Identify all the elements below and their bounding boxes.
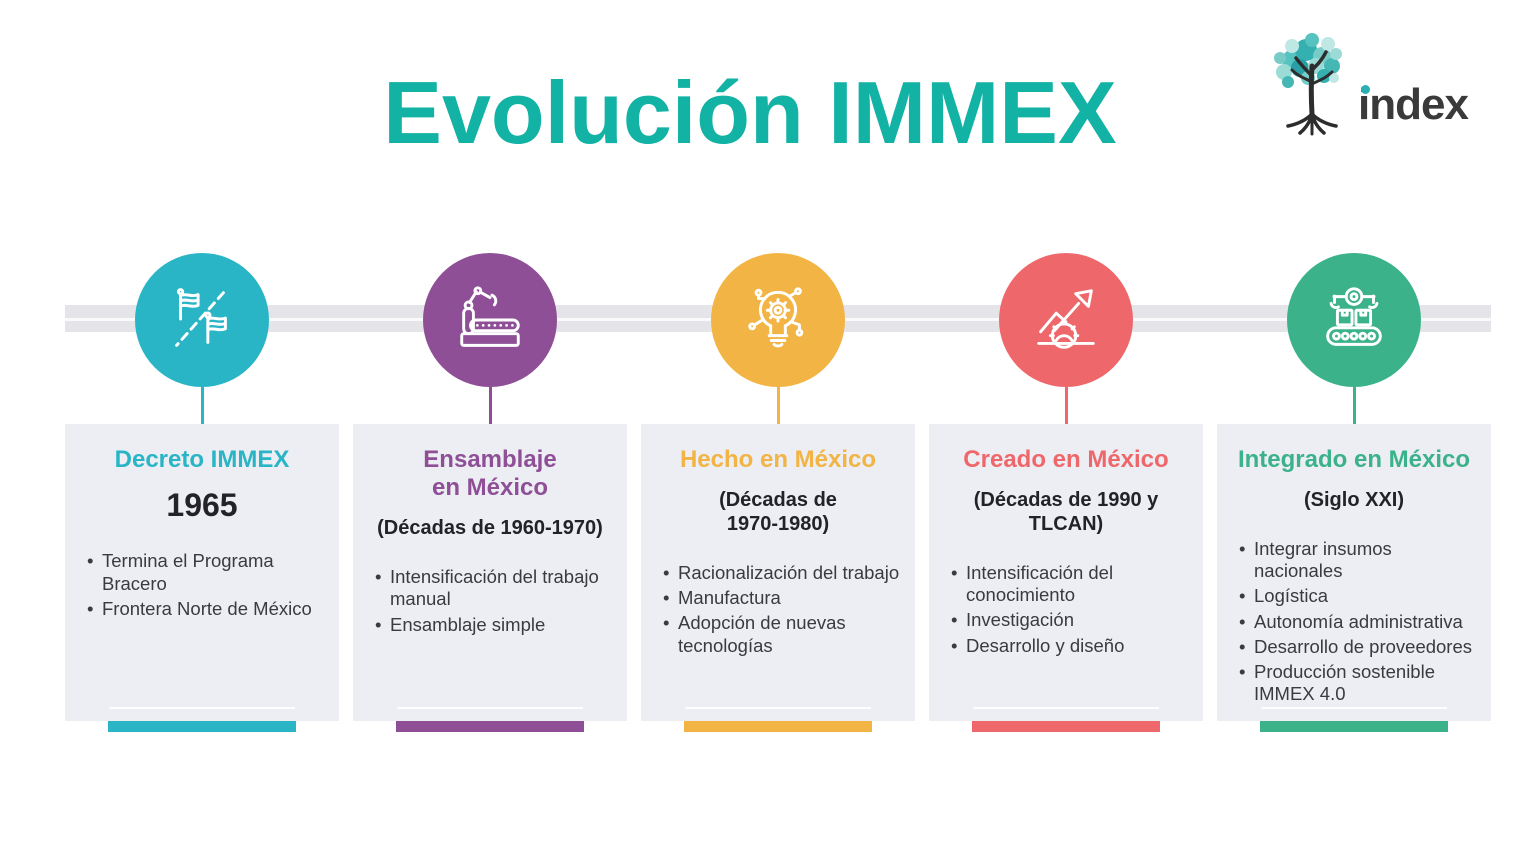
index-logo-text: index xyxy=(1358,80,1469,129)
bullet-item: Intensificación del conocimiento xyxy=(951,562,1189,606)
bullet-item: Integrar insumos nacionales xyxy=(1239,538,1477,582)
bullet-item: Adopción de nuevas tecnologías xyxy=(663,612,901,656)
card-separator xyxy=(973,707,1159,709)
index-logo-i-dot xyxy=(1361,85,1370,94)
bullet-list: Intensificación del conocimientoInvestig… xyxy=(929,562,1203,657)
card-accent-bar xyxy=(396,721,584,732)
stage-heading: Creado en México xyxy=(963,446,1169,473)
stage-card: Integrado en México (Siglo XXI) Integrar… xyxy=(1217,424,1491,732)
stage-connector xyxy=(1352,387,1356,424)
page-title: Evolución IMMEX xyxy=(383,63,1117,162)
bullet-item: Desarrollo de proveedores xyxy=(1239,636,1477,658)
stage-connector xyxy=(1064,387,1068,424)
innovation-bulb-gear-icon xyxy=(748,287,804,348)
stage-ensamblaje: Ensamblaje en México (Décadas de 1960-19… xyxy=(353,253,627,732)
stage-circle xyxy=(1287,253,1421,387)
stage-subheading: (Décadas de 1960-1970) xyxy=(377,517,603,540)
card-accent-bar xyxy=(684,721,872,732)
stage-card: Ensamblaje en México (Décadas de 1960-19… xyxy=(353,424,627,732)
stage-heading: Hecho en México xyxy=(679,446,877,473)
growth-arrow-gear-icon xyxy=(1037,289,1095,349)
card-separator xyxy=(397,707,583,709)
bullet-item: Manufactura xyxy=(663,587,901,609)
automated-production-line-icon xyxy=(1326,287,1382,346)
robotic-arm-conveyor-icon xyxy=(460,286,520,347)
bullet-list: Integrar insumos nacionalesLogísticaAuto… xyxy=(1217,538,1491,705)
bullet-item: Logística xyxy=(1239,585,1477,607)
stage-integrado: Integrado en México (Siglo XXI) Integrar… xyxy=(1217,253,1491,732)
stage-card: Hecho en México (Décadas de 1970-1980) R… xyxy=(641,424,915,732)
stage-circle xyxy=(999,253,1133,387)
stage-connector xyxy=(776,387,780,424)
card-separator xyxy=(109,707,295,709)
stage-subheading: (Siglo XXI) xyxy=(1304,489,1404,512)
card-accent-bar xyxy=(1260,721,1448,732)
stage-circle xyxy=(711,253,845,387)
stage-subheading: (Décadas de 1970-1980) xyxy=(719,489,837,536)
stage-heading: Integrado en México xyxy=(1237,446,1471,473)
stage-subheading: 1965 xyxy=(166,487,238,524)
border-flags-icon xyxy=(175,288,227,347)
bullet-item: Frontera Norte de México xyxy=(87,598,325,620)
stage-circle xyxy=(423,253,557,387)
stage-heading: Decreto IMMEX xyxy=(114,446,290,473)
bullet-item: Autonomía administrativa xyxy=(1239,611,1477,633)
index-logo: index xyxy=(1262,30,1472,155)
card-accent-bar xyxy=(972,721,1160,732)
bullet-list: Racionalización del trabajoManufacturaAd… xyxy=(641,562,915,657)
card-accent-bar xyxy=(108,721,296,732)
bullet-item: Termina el Programa Bracero xyxy=(87,550,325,594)
stage-subheading: (Décadas de 1990 y TLCAN) xyxy=(973,489,1159,536)
card-separator xyxy=(1261,707,1447,709)
bullet-item: Racionalización del trabajo xyxy=(663,562,901,584)
stage-creado: Creado en México (Décadas de 1990 y TLCA… xyxy=(929,253,1203,732)
stage-connector xyxy=(488,387,492,424)
bullet-item: Ensamblaje simple xyxy=(375,614,613,636)
stage-heading: Ensamblaje en México xyxy=(423,446,557,502)
stage-decreto-immex: Decreto IMMEX 1965 Termina el Programa B… xyxy=(65,253,339,732)
bullet-item: Producción sostenible IMMEX 4.0 xyxy=(1239,661,1477,705)
stage-card: Creado en México (Décadas de 1990 y TLCA… xyxy=(929,424,1203,732)
bullet-list: Termina el Programa BraceroFrontera Nort… xyxy=(65,550,339,620)
card-separator xyxy=(685,707,871,709)
bullet-list: Intensificación del trabajo manualEnsamb… xyxy=(353,566,627,636)
stage-circle xyxy=(135,253,269,387)
index-tree-icon xyxy=(1274,33,1342,136)
stage-hecho: Hecho en México (Décadas de 1970-1980) R… xyxy=(641,253,915,732)
bullet-item: Intensificación del trabajo manual xyxy=(375,566,613,610)
stage-connector xyxy=(200,387,204,424)
bullet-item: Investigación xyxy=(951,609,1189,631)
bullet-item: Desarrollo y diseño xyxy=(951,635,1189,657)
stage-card: Decreto IMMEX 1965 Termina el Programa B… xyxy=(65,424,339,732)
